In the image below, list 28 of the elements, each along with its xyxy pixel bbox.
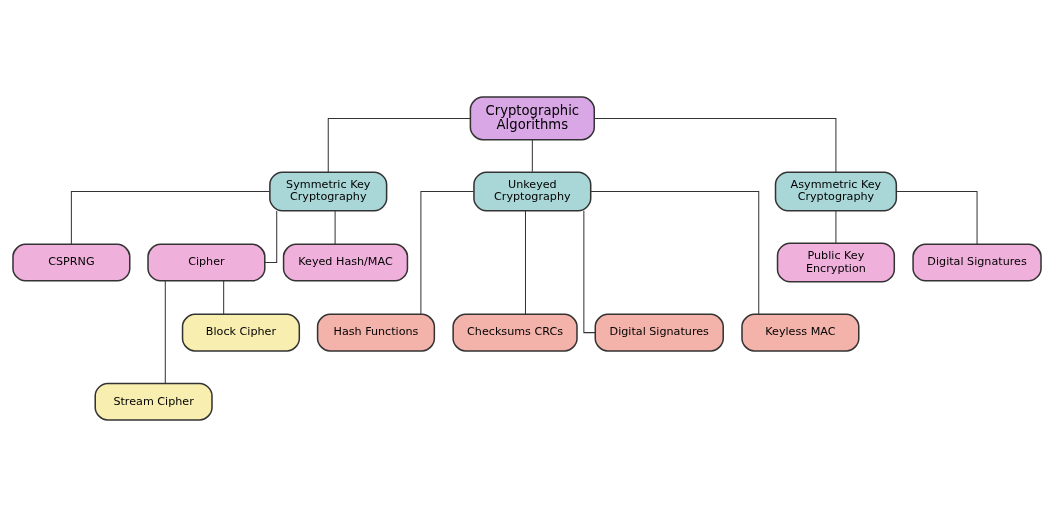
node-box: Hash Functions — [316, 313, 436, 352]
node-box: Stream Cipher — [94, 382, 213, 421]
node-box: Checksums CRCs — [452, 313, 578, 352]
node-box: Keyless MAC — [741, 313, 860, 352]
connector — [223, 280, 225, 315]
node-box: Digital Signatures — [594, 313, 724, 352]
connector — [531, 139, 533, 173]
node-box: Asymmetric Key Cryptography — [774, 171, 898, 212]
connector — [420, 191, 475, 315]
connector — [334, 210, 336, 245]
connector — [583, 210, 596, 334]
node-box: Keyed Hash/MAC — [282, 243, 409, 282]
connector — [590, 191, 760, 315]
connector — [164, 280, 166, 384]
node-box: Block Cipher — [181, 313, 301, 352]
connector — [835, 210, 837, 244]
connector — [594, 117, 837, 173]
connector — [524, 210, 526, 315]
node-box: Symmetric Key Cryptography — [269, 171, 388, 212]
connector — [70, 191, 271, 245]
connector — [327, 117, 471, 173]
connector — [896, 191, 978, 245]
node-box: Public Key Encryption — [776, 242, 896, 283]
node-box: Cryptographic Algorithms — [469, 96, 596, 141]
node-box: CSPRNG — [12, 243, 131, 282]
node-box: Unkeyed Cryptography — [473, 171, 592, 212]
node-box: Digital Signatures — [912, 243, 1042, 282]
node-box: Cipher — [147, 243, 266, 282]
